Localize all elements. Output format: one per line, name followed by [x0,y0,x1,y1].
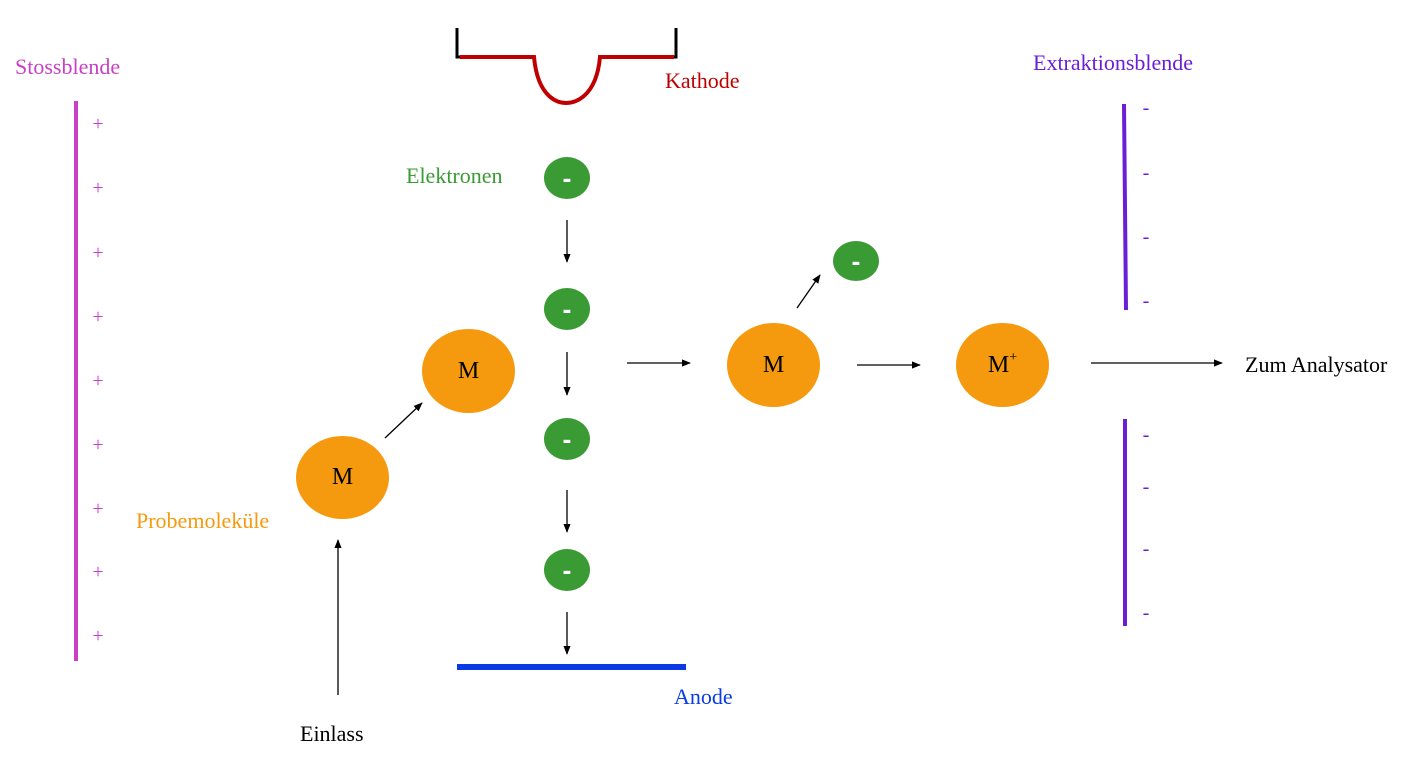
stossblende-charge: + [92,242,104,264]
electron: - [544,549,590,591]
stossblende-label: Stossblende [15,54,121,79]
electron-sign: - [562,167,572,193]
zum-analysator-label: Zum Analysator [1245,352,1388,377]
molecular-ion: M+ [956,323,1049,407]
anode-label: Anode [674,684,733,709]
stossblende-charge: + [92,434,104,456]
kathode-filament [460,55,674,106]
extraktionsblende-charge: - [1142,97,1150,119]
sample-molecule: M [727,323,820,407]
ion-charge: + [1009,349,1018,365]
ion-symbol: M+ [987,349,1018,378]
stossblende-charge: + [92,177,104,199]
extraktionsblende-charge: - [1142,602,1150,624]
molecule-symbol: M [457,357,480,384]
ejected-electron: - [833,241,879,281]
extraktionsblende-label: Extraktionsblende [1033,50,1194,75]
kathode-label: Kathode [665,68,740,93]
stossblende-charge: + [92,498,104,520]
electron-sign: - [851,250,861,276]
electron: - [544,418,590,460]
electron: - [544,288,590,330]
extraktionsblende-charge: - [1142,226,1150,248]
sample-molecule: M [296,436,389,519]
probemolekuele-label: Probemoleküle [136,508,270,533]
extraktionsblende-charge: - [1142,162,1150,184]
stossblende-charge: + [92,306,104,328]
electron: - [544,157,590,199]
electron-sign: - [562,298,572,324]
extraktionsblende-plate-upper [1122,103,1128,311]
molecule-symbol: M [762,351,785,378]
stossblende-charge: + [92,113,104,135]
einlass-label: Einlass [300,721,364,746]
molecule-move-arrow [384,402,423,439]
electron-sign: - [562,428,572,454]
stossblende-charge: + [92,370,104,392]
extraktionsblende-charge: - [1142,476,1150,498]
elektronen-label: Elektronen [406,163,503,188]
ejected-electron-arrow [796,274,821,309]
extraktionsblende-charge: - [1142,424,1150,446]
extraktionsblende-charge: - [1142,290,1150,312]
extraktionsblende-charge: - [1142,538,1150,560]
electron-sign: - [562,559,572,585]
sample-molecule: M [422,329,515,413]
stossblende-charge: + [92,625,104,647]
stossblende-charge: + [92,561,104,583]
kathode-shape [455,28,678,105]
molecule-symbol: M [331,464,354,490]
